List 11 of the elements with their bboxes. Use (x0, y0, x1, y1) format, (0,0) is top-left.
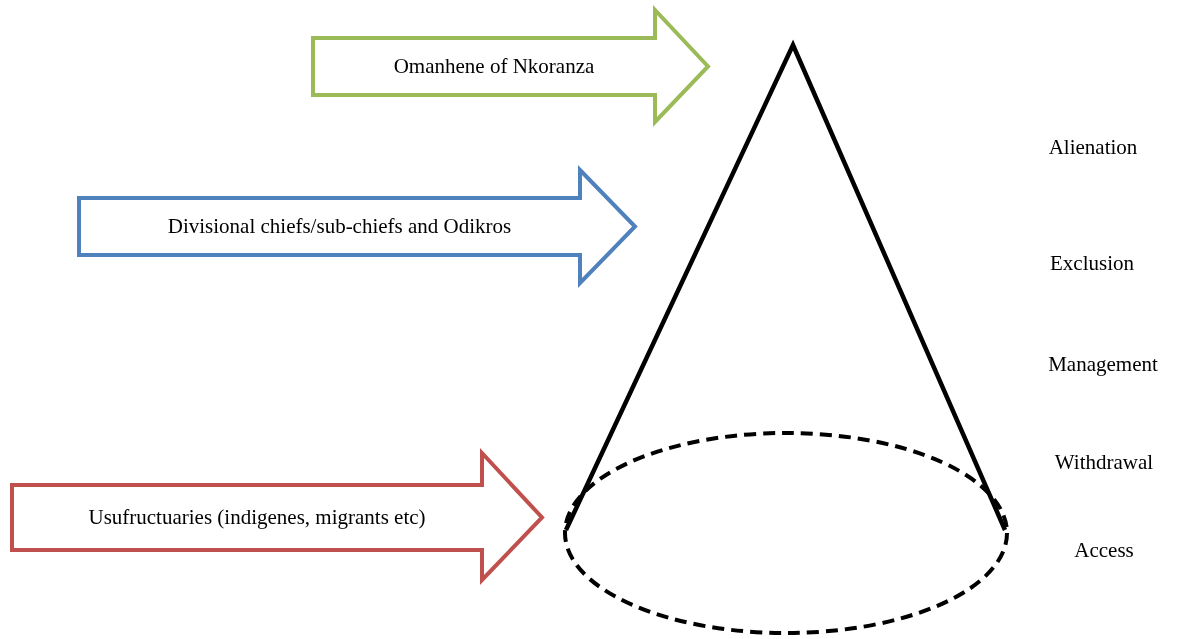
block-arrow (76, 167, 638, 286)
arrow-label: Divisional chiefs/sub-chiefs and Odikros (166, 213, 513, 240)
arrow-label: Omanhene of Nkoranza (392, 53, 596, 80)
level-label: Access (1074, 537, 1134, 563)
arrow-label: Usufructuaries (indigenes, migrants etc) (87, 504, 427, 531)
level-label: Management (1048, 351, 1158, 377)
block-arrow (310, 7, 711, 125)
block-arrow (9, 450, 545, 583)
level-label: Exclusion (1050, 250, 1134, 276)
level-label: Withdrawal (1054, 449, 1154, 475)
level-label: Alienation (1048, 134, 1138, 160)
